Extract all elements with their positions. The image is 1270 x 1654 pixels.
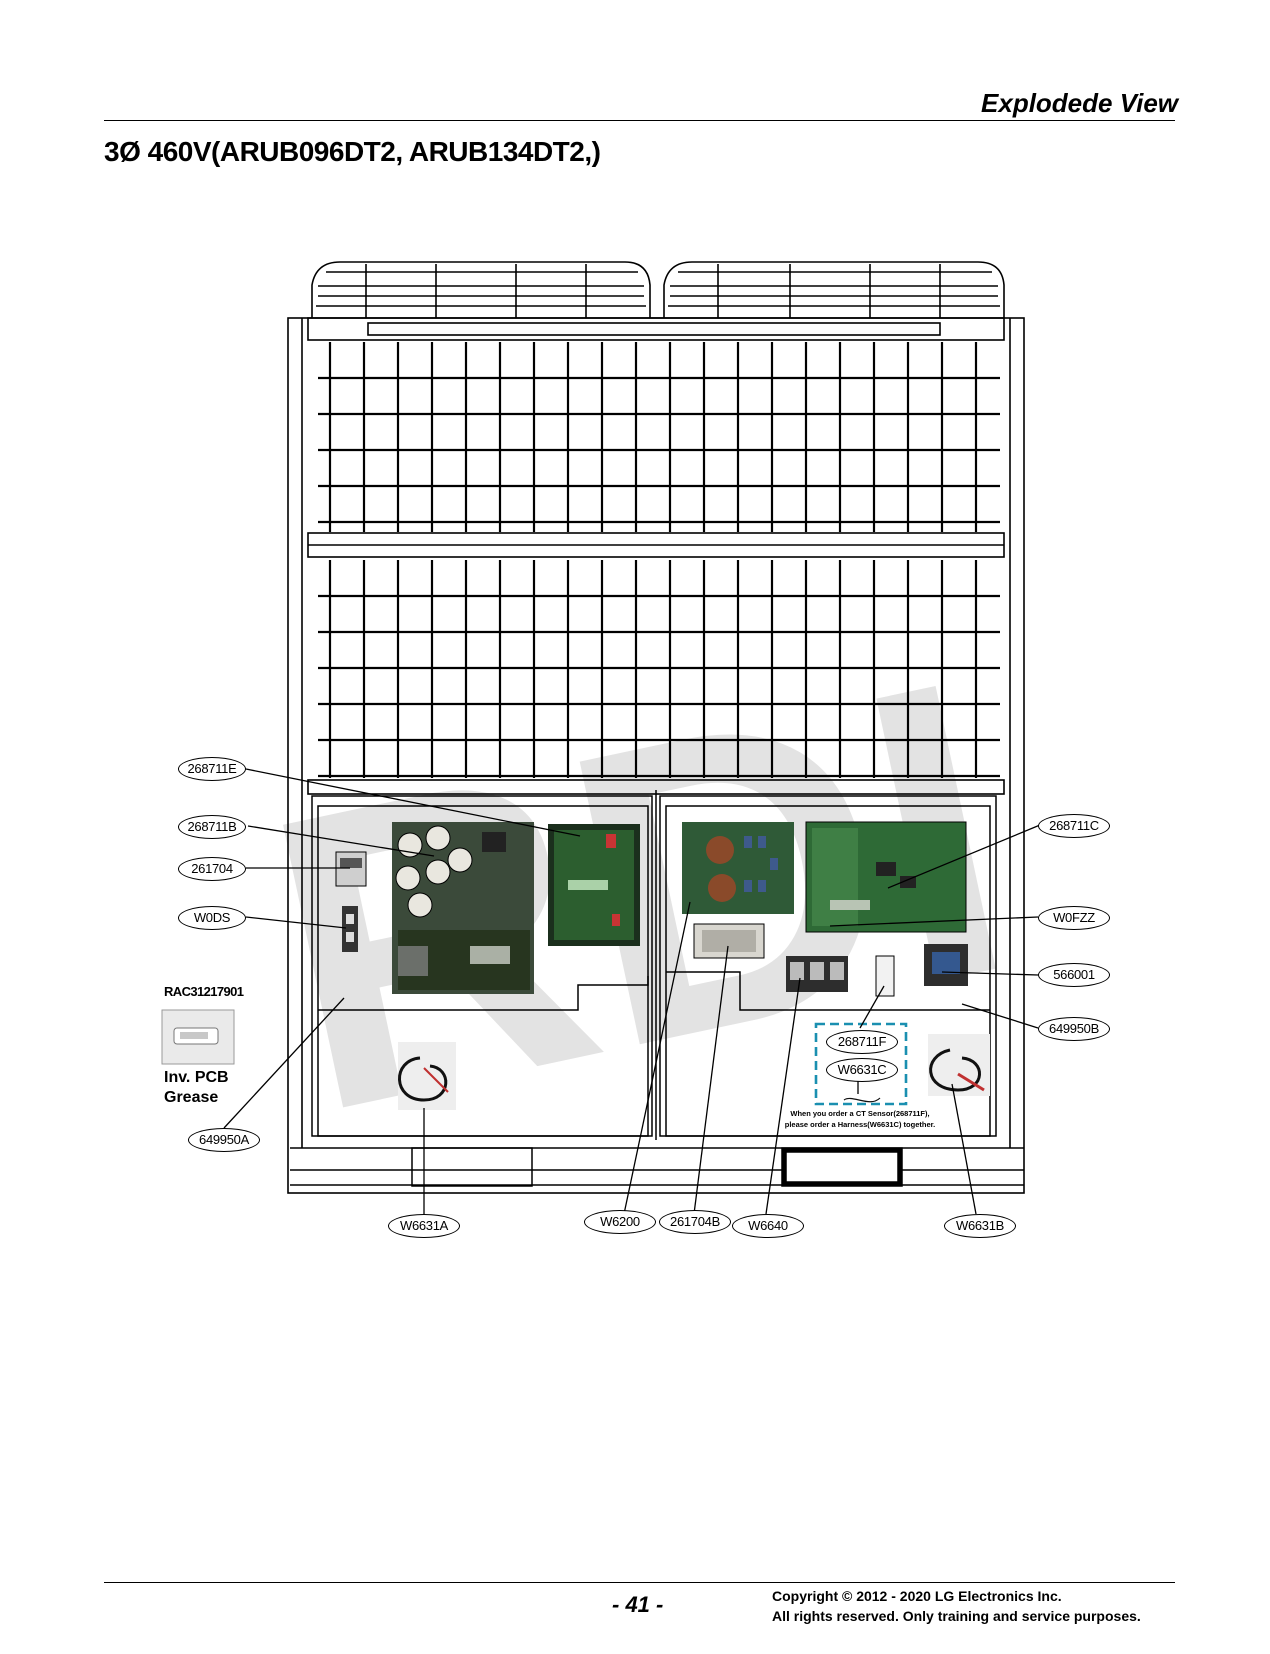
- callout-268711F: 268711F: [826, 1030, 898, 1054]
- section-title: Explodede View: [981, 88, 1178, 118]
- callout-268711E: 268711E: [178, 757, 246, 781]
- ct-sensor-note: When you order a CT Sensor(268711F), ple…: [784, 1109, 936, 1129]
- callout-W6631A: W6631A: [388, 1214, 460, 1238]
- ct-sensor-box: [814, 1022, 908, 1106]
- callout-W6200: W6200: [584, 1210, 656, 1234]
- callout-W6640: W6640: [732, 1214, 804, 1238]
- page-number: - 41 -: [612, 1592, 664, 1617]
- grease-part-number: RAC31217901: [164, 984, 244, 999]
- main-pcb-photo: [548, 824, 640, 946]
- callout-566001: 566001: [1038, 963, 1110, 987]
- callout-649950B: 649950B: [1038, 1017, 1110, 1041]
- callout-649950A: 649950A: [188, 1128, 260, 1152]
- callout-W0DS: W0DS: [178, 906, 246, 930]
- callout-268711C: 268711C: [1038, 814, 1110, 838]
- control-box: [311, 790, 997, 1187]
- grease-label: Inv. PCB Grease: [164, 1069, 229, 1106]
- grease-tube-photo: [161, 1009, 235, 1065]
- callout-W6631B: W6631B: [944, 1214, 1016, 1238]
- inverter-pcb-photo: [392, 822, 534, 994]
- callout-268711B: 268711B: [178, 815, 246, 839]
- noise-filter-pcb-photo: [682, 822, 794, 914]
- copyright: Copyright © 2012 - 2020 LG Electronics I…: [772, 1588, 1141, 1624]
- page-heading: 3Ø 460V(ARUB096DT2, ARUB134DT2,): [104, 136, 601, 167]
- callout-261704: 261704: [178, 857, 246, 881]
- footer-rule: [104, 1582, 1175, 1583]
- small-parts: [335, 851, 968, 997]
- outdoor-pcb-photo: [805, 821, 967, 933]
- callout-261704B: 261704B: [659, 1210, 731, 1234]
- callout-W6631C: W6631C: [826, 1058, 898, 1082]
- fan-guard-left: [311, 261, 651, 318]
- condenser-grille: [318, 342, 1000, 778]
- callout-W0FZZ: W0FZZ: [1038, 906, 1110, 930]
- header-rule: [104, 120, 1175, 121]
- harness-photos: [398, 1034, 990, 1110]
- fan-guard-right: [663, 261, 1005, 318]
- leader-lines: [223, 768, 1041, 1215]
